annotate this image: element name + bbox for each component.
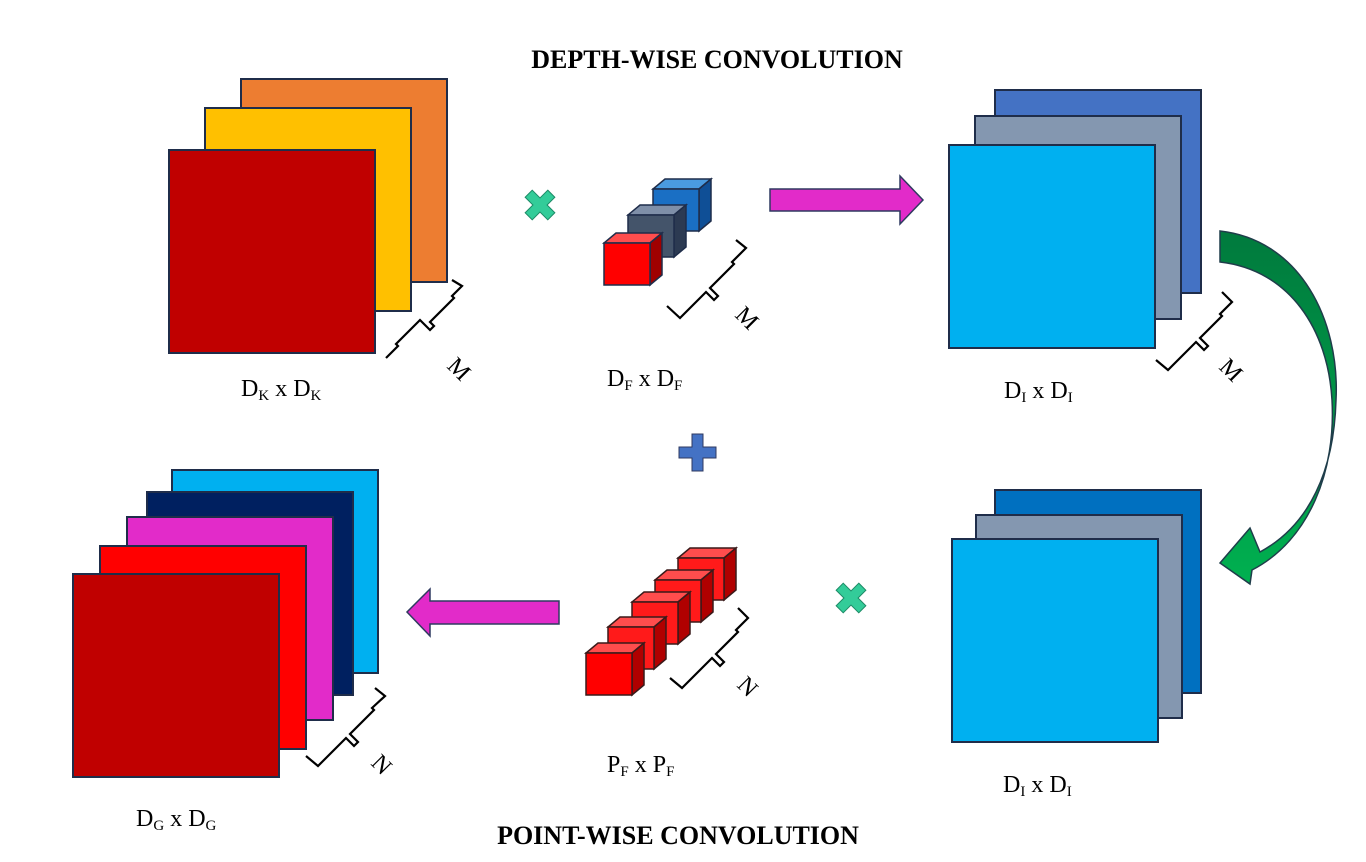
output-label: DG x DG: [136, 806, 217, 834]
multiply-icon: [524, 189, 556, 221]
kernel-cube-1: [601, 231, 665, 287]
input-feature-stack: [168, 78, 448, 354]
point-in-label: DI x DI: [1003, 772, 1072, 800]
title-depthwise: DEPTH-WISE CONVOLUTION: [531, 45, 903, 74]
multiply-icon-2: [835, 582, 867, 614]
title-pointwise: POINT-WISE CONVOLUTION: [497, 821, 859, 850]
point-kernel-label: PF x PF: [607, 752, 674, 780]
kernel-cube-3: [650, 177, 714, 233]
curved-arrow-icon: [1218, 230, 1337, 586]
input-layer-1: [168, 149, 376, 354]
pointwise-kernel-cubes: [583, 546, 739, 697]
output-layer-1: [72, 573, 280, 778]
pointwise-input-stack: [951, 489, 1202, 743]
output-brace-label: N: [366, 750, 397, 781]
output-feature-stack: [72, 469, 379, 778]
kernel-brace: M: [666, 239, 763, 335]
plus-icon: [678, 433, 717, 472]
point-in-layer-1: [951, 538, 1159, 743]
kernel-brace-label: M: [730, 302, 763, 335]
depth-out-brace-label: M: [1214, 354, 1247, 387]
pointwise-cube-1: [583, 641, 647, 697]
arrow-right-icon: [769, 174, 925, 226]
depthwise-output-stack: [948, 89, 1202, 349]
input-label: DK x DK: [241, 376, 322, 404]
depth-out-layer-1: [948, 144, 1156, 349]
point-kernel-brace-label: N: [732, 672, 763, 703]
kernel-label: DF x DF: [607, 366, 682, 394]
arrow-left-icon: [405, 587, 560, 638]
input-brace-label: M: [442, 353, 475, 386]
depthwise-kernel-cubes: [601, 177, 714, 287]
depth-out-label: DI x DI: [1004, 378, 1073, 406]
